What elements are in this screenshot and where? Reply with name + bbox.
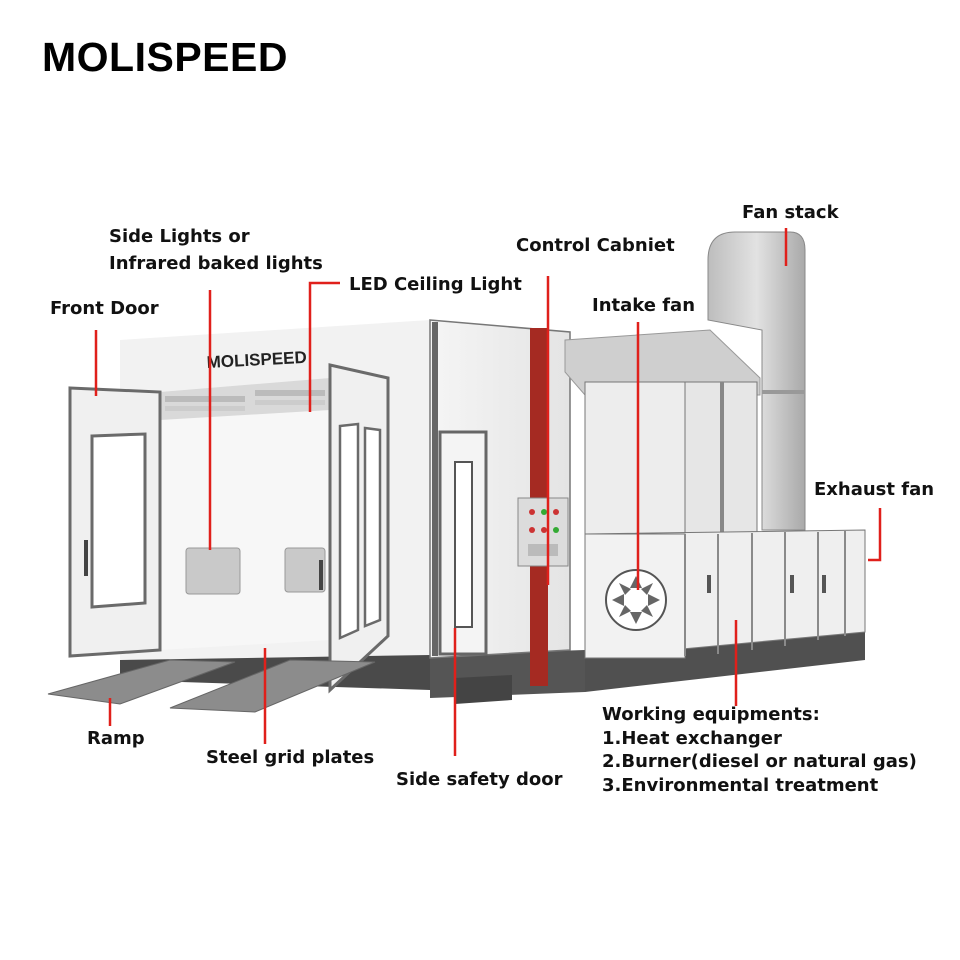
working-equipment-item: 3.Environmental treatment	[602, 774, 879, 796]
intake-fan-grille	[605, 569, 667, 631]
label-side-lights-line1: Side Lights or	[109, 226, 250, 247]
working-equipments-block: Working equipments: 1.Heat exchanger 2.B…	[602, 703, 917, 797]
brand-title: MOLISPEED	[42, 34, 288, 80]
equipment-unit	[584, 529, 866, 659]
label-front-door: Front Door	[50, 298, 159, 319]
label-control-cabinet: Control Cabniet	[516, 235, 675, 256]
label-led-ceiling-light: LED Ceiling Light	[349, 274, 522, 295]
working-equipments-title: Working equipments:	[602, 704, 820, 725]
control-cabinet	[517, 328, 569, 686]
ramps	[47, 659, 376, 713]
side-light-left	[185, 547, 241, 595]
label-exhaust-fan: Exhaust fan	[814, 479, 935, 500]
label-side-safety-door: Side safety door	[396, 769, 563, 790]
front-door-left	[68, 386, 162, 658]
leader-exhaust-fan	[868, 508, 882, 562]
front-door-right	[319, 363, 390, 694]
working-equipment-item: 2.Burner(diesel or natural gas)	[602, 751, 917, 772]
label-ramp: Ramp	[87, 728, 145, 749]
intake-duct	[564, 329, 761, 396]
side-light-right	[284, 547, 326, 593]
label-steel-grid-plates: Steel grid plates	[206, 747, 375, 768]
intake-tower	[584, 381, 758, 535]
working-equipment-item: 1.Heat exchanger	[602, 727, 782, 749]
fan-stack	[707, 231, 806, 531]
side-safety-door	[438, 430, 488, 656]
leader-led-ceiling	[308, 281, 340, 412]
label-intake-fan: Intake fan	[592, 295, 696, 316]
led-ceiling-lights	[165, 390, 325, 411]
label-fan-stack: Fan stack	[742, 202, 839, 223]
leader-lines	[94, 228, 882, 756]
label-side-lights-line2: Infrared baked lights	[109, 253, 323, 274]
